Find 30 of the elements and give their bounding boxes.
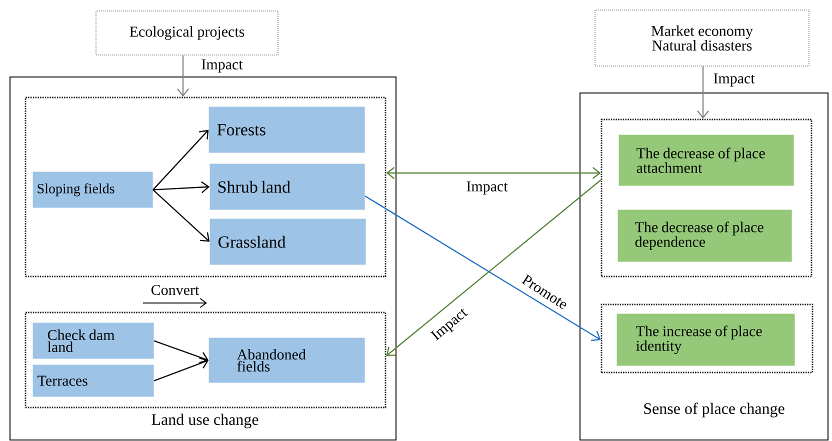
arrow [364, 195, 601, 342]
arrow [177, 55, 189, 97]
land-type-box: Grassland [210, 218, 366, 265]
arrow [152, 181, 210, 194]
arrow-label: Convert [151, 284, 200, 296]
arrow [386, 167, 601, 179]
land-type-box: Sloping fields [32, 172, 153, 208]
land-type-box: Forests [208, 106, 365, 153]
dotted-group-box [600, 118, 812, 278]
arrow [152, 189, 210, 242]
arrow [152, 130, 209, 190]
edge-label: Impact [712, 72, 756, 88]
dotted-group-box [24, 96, 386, 278]
factor-box: Ecological projects [96, 10, 278, 56]
edge-label: Impact [200, 58, 244, 74]
land-type-box: Abandoned fields [208, 338, 365, 383]
edge-label: Impact [465, 180, 509, 196]
land-type-box: Terraces [32, 364, 154, 397]
sense-change-box: The decrease of place attachment [618, 134, 794, 186]
factor-box: Market economy Natural disasters [594, 10, 810, 66]
dotted-group-box [24, 312, 386, 408]
dotted-group-box [600, 304, 814, 374]
sense-change-box: The decrease of place dependence [618, 210, 792, 262]
arrow [154, 340, 209, 364]
arrow [154, 357, 209, 382]
land-type-box: Shrub land [210, 164, 365, 210]
land-type-box: Check dam land [32, 322, 154, 359]
arrow [697, 66, 709, 119]
sense-change-box: The increase of place identity [616, 314, 795, 366]
arrow [386, 180, 602, 356]
